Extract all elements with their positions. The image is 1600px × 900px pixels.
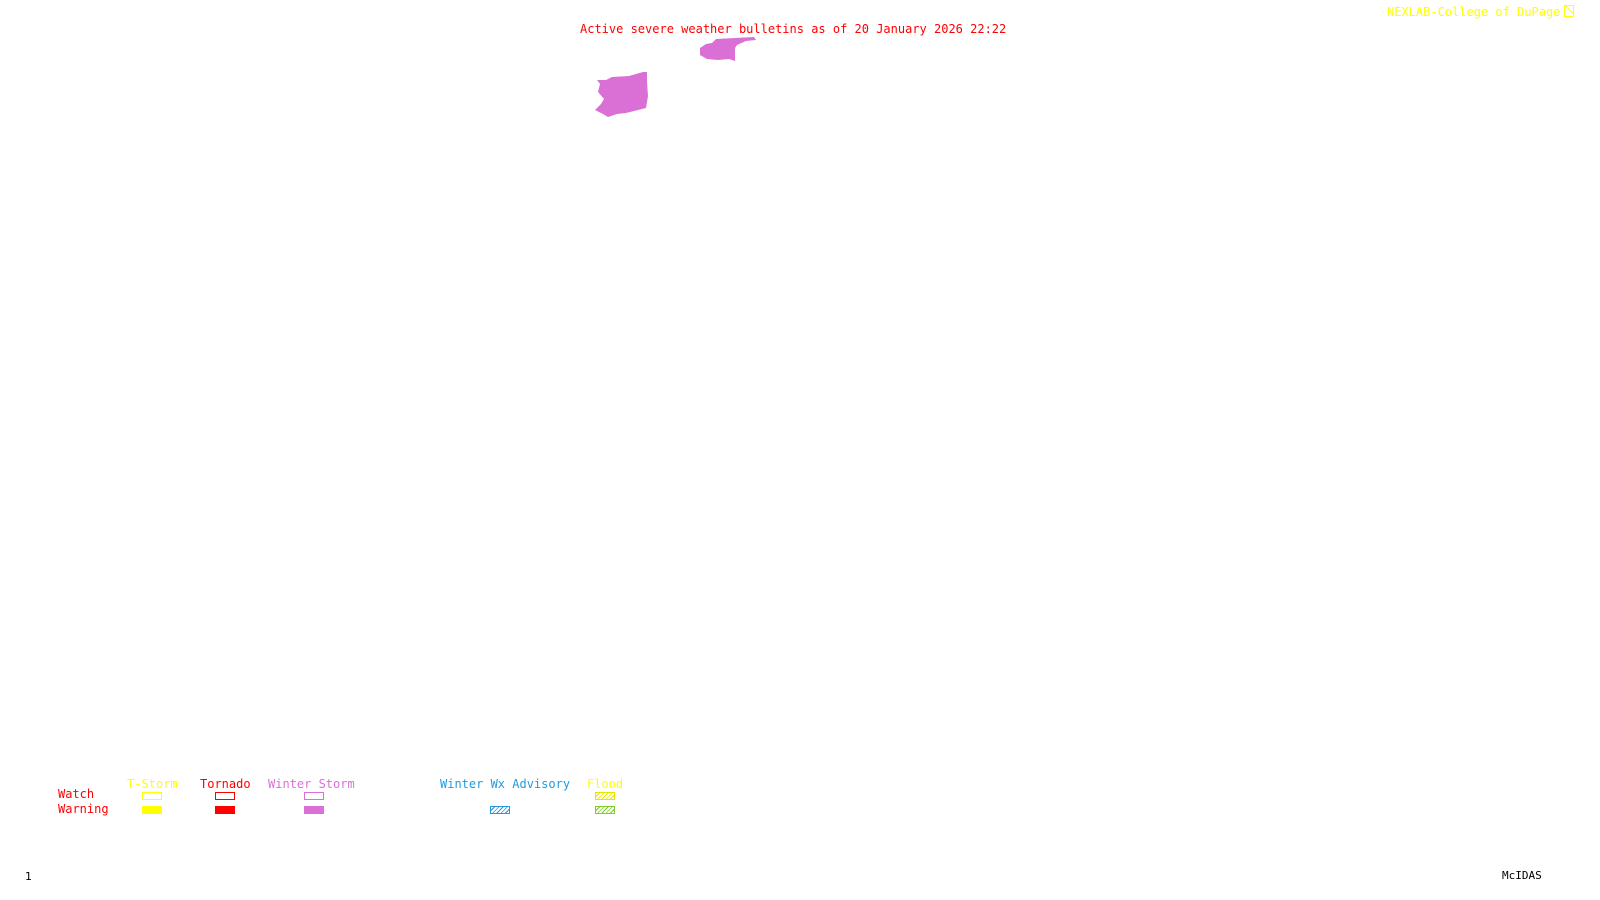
tstorm-warning-swatch xyxy=(142,806,162,814)
bulletin-title: Active severe weather bulletins as of 20… xyxy=(580,22,1007,36)
legend-tstorm-label: T-Storm xyxy=(127,777,178,791)
flood-watch-swatch xyxy=(595,792,615,800)
legend-tornado-label: Tornado xyxy=(200,777,251,791)
legend-winter-storm-label: Winter Storm xyxy=(268,777,355,791)
winter-storm-watch-swatch xyxy=(304,792,324,800)
legend-watch-label: Watch xyxy=(58,787,95,801)
frame-number: 1 xyxy=(25,870,32,883)
winter-wx-advisory-swatch xyxy=(490,806,510,814)
tstorm-watch-swatch xyxy=(142,792,162,800)
nexlab-logo-icon xyxy=(1564,5,1575,17)
winter-storm-warning-swatch xyxy=(304,806,324,814)
tornado-watch-swatch xyxy=(215,792,235,800)
credit-label: NEXLAB-College of DuPage xyxy=(1387,5,1575,19)
winter-storm-warning-region[interactable] xyxy=(700,37,756,61)
legend-winter-wx-advisory-label: Winter Wx Advisory xyxy=(440,777,571,791)
credit-text: NEXLAB-College of DuPage xyxy=(1387,5,1561,19)
legend-flood-label: Flood xyxy=(587,777,624,791)
flood-warning-swatch xyxy=(595,806,615,814)
winter-storm-warning-region[interactable] xyxy=(595,72,648,117)
legend-warning-label: Warning xyxy=(58,802,109,816)
software-label: McIDAS xyxy=(1502,869,1542,882)
tornado-warning-swatch xyxy=(215,806,235,814)
